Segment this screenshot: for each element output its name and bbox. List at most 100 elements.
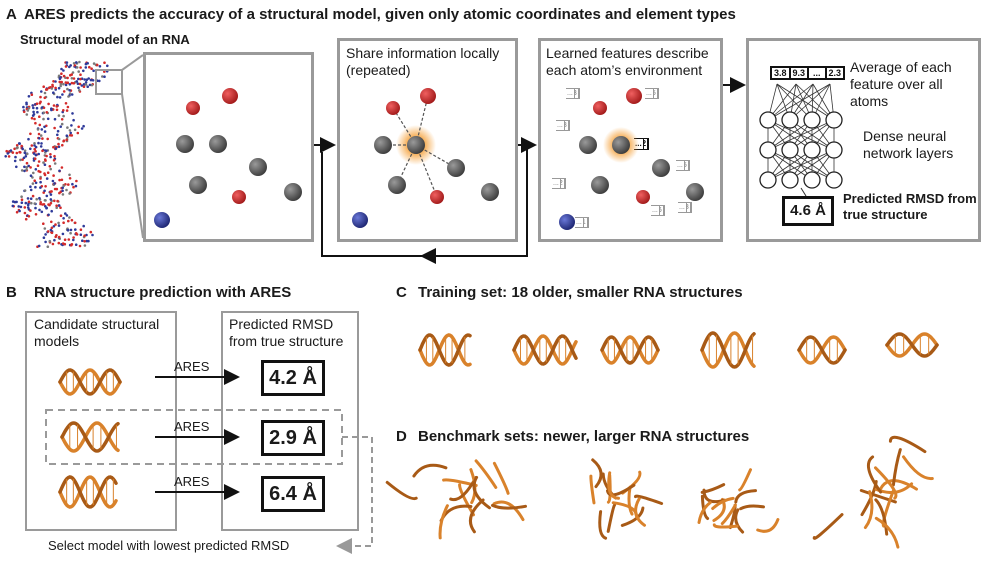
- dense-layers-label: Dense neural network layers: [863, 128, 954, 161]
- rna-atom-dot: [77, 77, 80, 81]
- rna-atom-dot: [59, 84, 62, 88]
- network-output-edge: [800, 187, 807, 197]
- rna-atom-dot: [66, 87, 69, 91]
- rna-atom-dot: [36, 128, 40, 131]
- rna-atom-dot: [57, 241, 61, 245]
- rna-atom-dot: [25, 102, 28, 106]
- rna-atom-dot: [60, 118, 64, 121]
- rna-atom-dot: [65, 188, 68, 192]
- rna-atom-dot: [23, 151, 27, 155]
- rna-atom-dot: [57, 221, 60, 225]
- panel-b-letter: B: [6, 284, 17, 301]
- rna-atom-dot: [60, 80, 63, 84]
- rna-atom-dot: [72, 82, 76, 85]
- rna-atom-dot: [78, 82, 82, 86]
- rna-atom-dot: [84, 81, 88, 84]
- rna-atom-dot: [89, 78, 93, 82]
- rna-atom-dot: [32, 171, 35, 175]
- rna-atom-dot: [38, 123, 42, 127]
- rna-atom-dot: [15, 151, 19, 155]
- rna-atom-dot: [46, 245, 50, 248]
- rna-atom-dot: [29, 174, 33, 177]
- rna-atom-dot: [58, 178, 61, 182]
- rna-atom-dot: [83, 244, 87, 247]
- rna-atom-dot: [39, 186, 42, 189]
- rna-atom-dot: [82, 85, 86, 88]
- average-feature-cell: 2.3: [825, 67, 845, 79]
- network-node: [759, 111, 777, 129]
- benchmark-structure: [385, 459, 527, 540]
- rna-atom-dot: [61, 232, 65, 236]
- rna-atom-dot: [72, 236, 75, 239]
- rna-atom-dot: [82, 224, 85, 228]
- rna-atom-dot: [72, 118, 75, 122]
- rna-atom-dot: [58, 191, 61, 195]
- rmsd-value-1: 4.2 Å: [261, 360, 325, 396]
- rna-atom-dot: [60, 178, 64, 182]
- rna-atom-dot: [47, 213, 50, 217]
- rna-atom-dot: [79, 66, 82, 69]
- rna-atom-dot: [13, 159, 17, 163]
- rna-atom-dot: [73, 128, 77, 132]
- share-info-label: Share information locally (repeated): [346, 45, 500, 78]
- rna-atom-dot: [63, 238, 67, 241]
- rna-atom-dot: [38, 115, 41, 118]
- rna-atom-dot: [42, 161, 45, 164]
- rna-atom-dot: [49, 153, 52, 156]
- benchmark-structure: [589, 458, 664, 540]
- rna-atom-dot: [69, 131, 72, 135]
- rna-atom-dot: [43, 125, 46, 129]
- rna-atom-dot: [82, 124, 85, 128]
- rna-atom-dot: [78, 89, 81, 92]
- rna-atom-dot: [37, 244, 41, 248]
- rna-atom-dot: [29, 132, 32, 136]
- rna-atom-dot: [37, 152, 40, 156]
- candidate-model-2: [60, 421, 120, 453]
- rna-atom-dot: [52, 225, 56, 228]
- rna-atom-dot: [50, 108, 53, 112]
- rna-atom-dot: [86, 62, 89, 65]
- predicted-rmsd-b-label: Predicted RMSD from true structure: [229, 316, 344, 349]
- rna-atom-dot: [45, 111, 49, 114]
- rna-atom-dot: [60, 72, 63, 75]
- rna-atom-dot: [56, 95, 59, 99]
- rna-atom-dot: [20, 144, 24, 148]
- benchmark-structure: [812, 435, 934, 549]
- rna-atom-dot: [72, 77, 76, 80]
- rna-atom-dot: [69, 64, 72, 67]
- rna-atom-dot: [66, 76, 69, 80]
- rna-atom-dot: [65, 109, 69, 112]
- rna-atom-dot: [26, 109, 30, 112]
- rna-atom-dot: [27, 95, 31, 98]
- average-feature-cell: 9.3: [789, 67, 809, 79]
- rna-atom-dot: [60, 122, 64, 126]
- rna-atom-dot: [27, 200, 31, 204]
- rna-atom-dot: [21, 158, 24, 161]
- rna-atom-dot: [29, 209, 32, 212]
- rna-atom-dot: [74, 243, 78, 246]
- rna-atom-dot: [32, 106, 35, 110]
- rna-atom-dot: [11, 204, 15, 208]
- rna-atom-dot: [31, 182, 35, 185]
- network-node: [759, 141, 777, 159]
- rna-atom-dot: [19, 151, 22, 154]
- rna-atom-dot: [49, 193, 53, 196]
- rna-atom-dot: [56, 129, 60, 133]
- rna-atom-dot: [95, 63, 99, 67]
- rna-atom-dot: [55, 108, 59, 112]
- rna-atom-dot: [15, 210, 19, 214]
- rna-atom-dot: [68, 83, 72, 86]
- rna-atom-dot: [90, 83, 94, 87]
- rna-atom-dot: [25, 161, 29, 165]
- rna-atom-dot: [70, 124, 73, 127]
- rna-atom-dot: [74, 228, 77, 231]
- rna-atom-dot: [84, 83, 88, 86]
- rna-atom-dot: [58, 96, 62, 99]
- rna-atom-dot: [72, 62, 76, 65]
- rna-atom-dot: [38, 208, 41, 212]
- rna-atom-dot: [23, 149, 27, 152]
- rna-atom-dot: [70, 73, 73, 76]
- rna-atom-dot: [43, 158, 47, 161]
- panel-a-title: ARES predicts the accuracy of a structur…: [24, 6, 736, 23]
- rna-atom-dot: [82, 83, 86, 86]
